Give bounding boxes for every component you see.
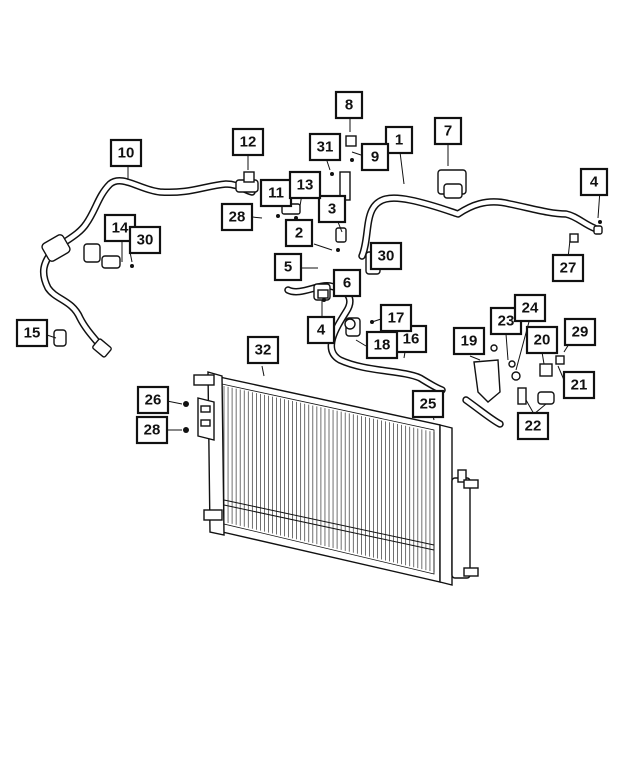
callout-20: 20 <box>525 325 559 355</box>
callout-26: 26 <box>136 385 170 415</box>
callout-9-label: 9 <box>371 149 379 166</box>
callout-12-label: 12 <box>240 134 257 151</box>
callout-30-right-label: 30 <box>378 248 395 265</box>
callout-2-label: 2 <box>295 225 303 242</box>
callout-9: 9 <box>360 142 390 172</box>
callout-26-label: 26 <box>145 392 162 409</box>
callout-28-upper-label: 28 <box>229 209 246 226</box>
callout-32: 32 <box>246 335 280 365</box>
callout-10-label: 10 <box>118 145 135 162</box>
callout-27-label: 27 <box>560 260 577 277</box>
callout-22-label: 22 <box>525 418 542 435</box>
callout-3-label: 3 <box>328 201 336 218</box>
callout-1-label: 1 <box>395 132 403 149</box>
callout-30-right: 30 <box>369 241 403 271</box>
callout-31-label: 31 <box>317 139 334 156</box>
callout-6-label: 6 <box>343 275 351 292</box>
callout-10: 10 <box>109 138 143 168</box>
callout-4-right: 4 <box>579 167 609 197</box>
callout-25: 25 <box>411 389 445 419</box>
callout-7: 7 <box>433 116 463 146</box>
callout-11-label: 11 <box>268 185 284 202</box>
callout-23: 23 <box>489 306 523 336</box>
callout-4-center-label: 4 <box>317 322 326 339</box>
callout-19: 19 <box>452 326 486 356</box>
callout-13-label: 13 <box>297 177 314 194</box>
callout-17-label: 17 <box>388 310 405 327</box>
callout-25-label: 25 <box>420 396 437 413</box>
callout-3: 3 <box>317 194 347 224</box>
callout-29: 29 <box>563 317 597 347</box>
callout-17: 17 <box>379 303 413 333</box>
callout-8: 8 <box>334 90 364 120</box>
condenser <box>193 371 479 586</box>
callout-23-label: 23 <box>498 313 515 330</box>
callout-6: 6 <box>332 268 362 298</box>
callout-30-left-label: 30 <box>137 232 154 249</box>
suction-line-1 <box>358 169 598 260</box>
callout-18-label: 18 <box>374 337 391 354</box>
callout-4-right-label: 4 <box>590 174 599 191</box>
callout-31: 31 <box>308 132 342 162</box>
callout-28-lower-label: 28 <box>144 422 161 439</box>
callout-1: 1 <box>384 125 414 155</box>
callout-5-label: 5 <box>284 259 292 276</box>
callout-32-label: 32 <box>255 342 272 359</box>
callout-28-lower: 28 <box>135 415 169 445</box>
callout-24-label: 24 <box>522 300 539 317</box>
callout-19-label: 19 <box>461 333 478 350</box>
callout-15: 15 <box>15 318 49 348</box>
callout-21-label: 21 <box>571 377 588 394</box>
callout-11: 11 <box>259 178 293 208</box>
callout-14-label: 14 <box>112 220 129 237</box>
callout-27: 27 <box>551 253 585 283</box>
callout-18: 18 <box>365 330 399 360</box>
callout-4-center: 4 <box>306 315 336 345</box>
callout-2: 2 <box>284 218 314 248</box>
callout-22: 22 <box>516 411 550 441</box>
callout-7-label: 7 <box>444 123 452 140</box>
callout-30-left: 30 <box>128 225 162 255</box>
line-22 <box>462 359 527 428</box>
callout-5: 5 <box>273 252 303 282</box>
callout-28-upper: 28 <box>220 202 254 232</box>
discharge-line-10 <box>39 177 256 358</box>
callout-16-label: 16 <box>403 331 420 348</box>
callout-29-label: 29 <box>572 324 589 341</box>
callout-15-label: 15 <box>24 325 41 342</box>
callout-13: 13 <box>288 170 322 200</box>
small-parts <box>53 135 603 433</box>
callout-8-label: 8 <box>345 97 353 114</box>
callout-21: 21 <box>562 370 596 400</box>
callout-24: 24 <box>513 293 547 323</box>
callout-12: 12 <box>231 127 265 157</box>
callout-20-label: 20 <box>534 332 551 349</box>
